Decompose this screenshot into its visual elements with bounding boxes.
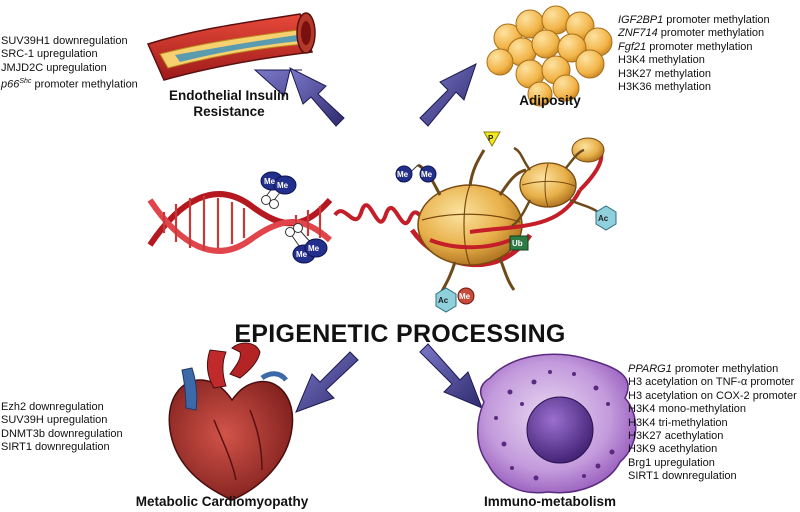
acetyl-label-1: Ac [598, 214, 609, 223]
immuno-item: PPARG1 promoter methylation [628, 363, 797, 376]
heart-icon [168, 342, 294, 501]
arrow-to-immuno [419, 343, 483, 409]
methyl-label-3: Me [296, 250, 308, 259]
cardiomyopathy-item: Ezh2 downregulation [1, 401, 104, 413]
modification-text: promoter methylation [646, 40, 753, 53]
endothelial-item: SRC-1 upregulation [1, 48, 98, 61]
adiposity-item: H3K27 methylation [618, 67, 711, 80]
endothelial-item: p66Shc promoter methylation [1, 75, 138, 92]
dna-methyl-marks-top: Me Me [260, 171, 297, 209]
immuno-item: SIRT1 downregulation [628, 470, 737, 483]
ubiquitin-label: Ub [512, 239, 523, 248]
blood-vessel-icon [146, 12, 316, 81]
gene-superscript: Shc [19, 78, 32, 86]
immuno-label: Immuno-metabolism [483, 494, 616, 509]
methyl-label-2: Me [277, 181, 289, 190]
endothelial-label: Endothelial Insulin Resistance [140, 88, 318, 120]
ac-mark-top-icon: Ac [595, 205, 617, 231]
immuno-item: H3K4 tri-methylation [628, 416, 728, 429]
diagram-title: EPIGENETIC PROCESSING [234, 320, 566, 348]
adiposity-item: IGF2BP1 promoter methylation [618, 14, 770, 27]
immuno-item: H3K9 acethylation [628, 443, 718, 456]
adiposity-item: H3K4 methylation [618, 54, 705, 67]
gene-name: Fgf21 [618, 40, 647, 53]
immuno-item: H3 acetylation on TNF-α promoter [628, 376, 795, 389]
gene-name: p66 [1, 78, 20, 91]
cardiomyopathy-item: DNMT3b downregulation [1, 427, 123, 440]
histone-methyl-label-1: Me [397, 170, 409, 179]
nucleosome-main-icon [409, 149, 533, 296]
immuno-item: H3K4 mono-methylation [628, 403, 747, 416]
arrow-to-endothelial [253, 66, 345, 127]
dna-methyl-marks-bottom: Me Me [285, 223, 328, 264]
immuno-item: H3 acetylation on COX-2 promoter [628, 389, 797, 402]
immuno-item: H3K27 acethylation [628, 430, 724, 443]
endothelial-item: JMJD2C upregulation [1, 61, 107, 74]
cardiomyopathy-label: Metabolic Cardiomyopathy [135, 494, 309, 509]
gene-name: IGF2BP1 [618, 14, 664, 26]
adiposity-item: H3K36 methylation [618, 81, 711, 94]
modification-text: promoter methylation [663, 14, 770, 26]
modification-text: promoter methylation [31, 78, 138, 91]
cardiomyopathy-item: SUV39H upregulation [1, 414, 108, 427]
phospho-label: P [488, 134, 494, 143]
endothelial-label-line2: Resistance [193, 104, 265, 119]
cardiomyopathy-item: SIRT1 downregulation [1, 441, 110, 454]
modification-text: promoter methylation [657, 27, 765, 40]
ac-mark-bottom-icon: Ac Me [435, 287, 475, 313]
macrophage-icon [477, 353, 637, 494]
adiposity-item: Fgf21 promoter methylation [618, 41, 770, 54]
arrow-to-cardiomyopathy [295, 351, 359, 413]
histone-methyl-label-3: Me [459, 292, 471, 301]
adiposity-item: ZNF714 promoter methylation [618, 27, 770, 40]
arrow-to-adiposity [419, 63, 477, 127]
endothelial-label-line1: Endothelial Insulin [168, 88, 289, 103]
phospho-mark-icon: P [483, 131, 501, 148]
histone-me-marks: Me Me [395, 164, 437, 183]
nucleosome-secondary-icon [469, 137, 605, 234]
gene-name: ZNF714 [618, 27, 658, 40]
methyl-label-4: Me [308, 244, 320, 253]
adiposity-label: Adiposity [519, 93, 581, 108]
immuno-item: Brg1 upregulation [628, 456, 715, 469]
endothelial-item: SUV39H1 downregulation [1, 35, 128, 47]
gene-name: PPARG1 [628, 363, 672, 375]
methyl-label-1: Me [264, 177, 276, 186]
histone-methyl-label-2: Me [421, 170, 433, 179]
adipocyte-cluster-icon [486, 5, 613, 107]
modification-text: promoter methylation [671, 363, 779, 375]
acetyl-label-2: Ac [438, 296, 449, 305]
ub-mark-icon: Ub [509, 235, 529, 251]
